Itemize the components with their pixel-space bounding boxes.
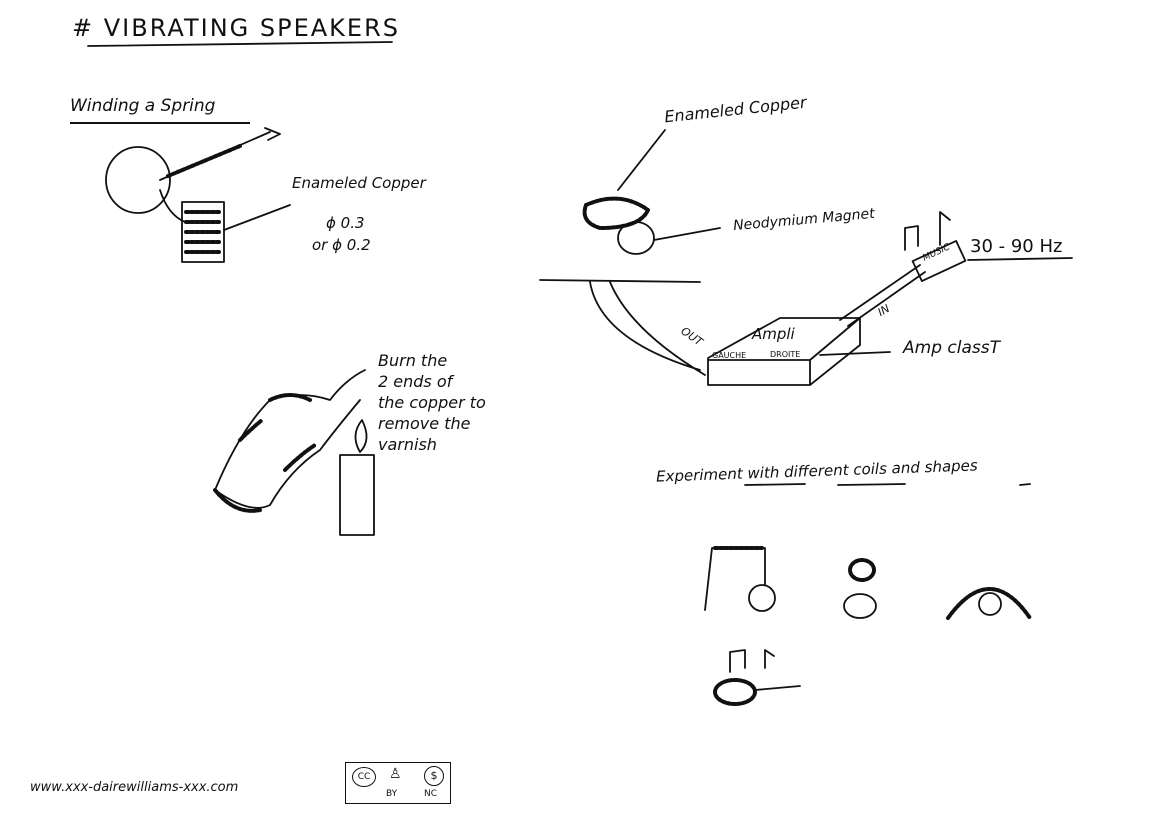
exp-wire-4 [754,685,801,691]
table-line [539,279,701,283]
spool-icon [181,201,225,263]
nc-label: NC [424,789,438,799]
experiment-underline [744,483,1031,486]
exp-coil-1 [704,547,766,611]
burn-line: varnish [378,435,437,454]
by-label: BY [386,789,398,799]
right-channel-label: DROITE [770,350,801,359]
coil-segment [283,443,317,472]
burn-instructions: Burn the 2 ends of the copper to remove … [378,350,486,455]
cc-icon: CC [352,767,376,787]
burn-line: 2 ends of [378,372,453,391]
candle-icon [339,454,375,536]
exp-magnet-3 [978,592,1002,616]
magnet-pointer [653,227,721,241]
exp-coil-3 [946,587,1032,620]
exp-coil-4 [713,678,757,706]
exp-coil-2 [848,558,876,582]
flame-icon [354,419,368,453]
coil-segment [268,393,312,402]
exp-magnet-1 [748,584,776,612]
diameter-option-2: or ϕ 0.2 [312,236,371,254]
cable-in [839,264,926,327]
spool-winding [184,210,222,254]
burn-line: remove the [378,414,471,433]
winding-heading-underline [70,122,250,124]
bent-wire [214,369,366,509]
winding-wire-label: Enameled Copper [292,174,426,192]
page-title: # VIBRATING SPEAKERS [72,14,400,42]
amp-label: Ampli [752,325,795,343]
by-person-icon: ♙ [389,766,402,782]
diameter-option-1: ϕ 0.3 [326,214,365,232]
winding-heading: Winding a Spring [70,96,216,116]
left-channel-label: GAUCHE [712,351,747,360]
music-plug [911,239,967,283]
footer-url: www.xxx-dairewilliams-xxx.com [30,780,239,795]
nc-icon: $ [424,766,444,786]
title-underline [87,41,393,47]
amp-box [707,317,861,386]
burn-line: Burn the [378,351,448,370]
burn-line: the copper to [378,393,486,412]
amp-class-pointer [819,351,891,356]
frequency-label: 30 - 90 Hz [970,236,1063,257]
amp-class-label: Amp classT [903,338,1000,358]
coil-on-needle [166,144,242,178]
coil-segment [238,418,264,442]
music-notes-icon [729,649,775,673]
spool-pointer [223,204,291,231]
magnet-icon [617,221,655,255]
copper-pointer [617,129,666,191]
wire-loop [105,146,171,214]
speaker-coil [582,196,650,230]
freq-underline [967,257,1073,261]
cable-out [589,281,706,376]
cc-license-badge: CC ♙ $ BY NC [345,762,451,804]
exp-magnet-2 [843,593,877,619]
music-notes-icon [904,211,951,251]
coil-segment [213,488,262,513]
